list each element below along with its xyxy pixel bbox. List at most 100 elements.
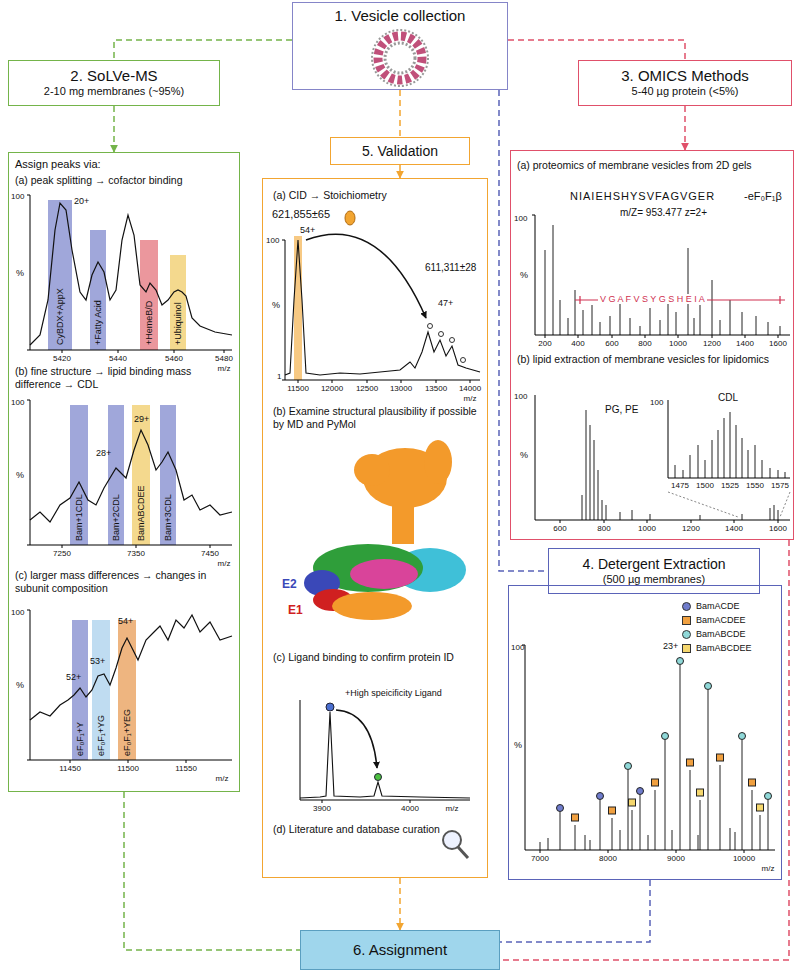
dashed-connector: [500, 880, 650, 942]
box-text: (500 µg membranes): [603, 573, 705, 586]
spectrum-lipid: [108, 405, 124, 545]
spectrum-detergent: [629, 799, 636, 806]
panel-heading: (b) Examine structural plausibility if p…: [273, 405, 483, 430]
spectrum-cofactor: [30, 203, 232, 345]
method-box: 3. OMICS Methods5-40 µg protein (<5%): [578, 60, 792, 106]
legend-text: BamACDEE: [696, 615, 746, 625]
spectrum-detergent: [677, 658, 684, 665]
axis-label: %: [520, 450, 528, 460]
peak-label: +Ubiquinol: [173, 302, 183, 345]
peak-label: Bam+3CDL: [163, 494, 173, 541]
axis-label: E1: [288, 604, 303, 618]
spectrum-detergent: [765, 793, 772, 800]
spectrum-subunit: [30, 615, 232, 720]
axis-label: 10000: [733, 854, 755, 863]
peak-label: eF₀F₁+YG: [96, 715, 106, 756]
legend-text: BamABCDEE: [696, 643, 752, 653]
axis-label: 7350: [127, 549, 145, 558]
spectrum-cofactor: [27, 195, 232, 353]
spectrum-detergent: [572, 814, 579, 821]
peak-label: Bam+1CDL: [74, 494, 84, 541]
panel-heading: (a) peak splitting → cofactor binding: [15, 174, 241, 187]
peak-label: +Fatty Acid: [93, 300, 103, 345]
panel-heading: (a) proteomics of membrane vesicles from…: [517, 159, 789, 172]
spectrum-detergent: [597, 793, 604, 800]
axis-label: 800: [638, 339, 651, 348]
legend-swatch: [682, 630, 691, 639]
axis-label: 11550: [175, 764, 197, 773]
spectrum-cid: [345, 211, 355, 225]
spectrum-subunit: [27, 610, 232, 763]
axis-label: 12000: [321, 384, 343, 393]
axis-label: 3900: [313, 804, 331, 813]
axis-label: 5420: [53, 354, 71, 363]
spectrum-cid: [450, 338, 455, 343]
axis-label: m/z: [216, 774, 229, 783]
peak-label: Bam+2CDL: [111, 494, 121, 541]
spectrum-detergent: [522, 645, 775, 853]
protein-structure: [354, 454, 390, 486]
axis-label: 12500: [356, 384, 378, 393]
dashed-connector: [500, 540, 789, 960]
legend-item: BamACDE: [682, 601, 740, 611]
axis-label: %: [272, 300, 280, 310]
axis-label: V G A F V S Y G S H E I A: [598, 294, 707, 304]
axis-label: 5460: [165, 354, 183, 363]
box-text: 6. Assignment: [353, 941, 447, 959]
dashed-connector: [124, 792, 300, 950]
box-text: 5. Validation: [362, 143, 438, 160]
axis-label: 1200: [682, 524, 700, 533]
axis-label: 100: [650, 398, 663, 407]
axis-label: 53+: [90, 656, 105, 666]
box-text: 2-10 mg membranes (~95%): [44, 85, 184, 98]
spectrum-subunit: [27, 610, 232, 763]
vesicle-drawing: [385, 43, 415, 73]
box-text: 2. SoLVe-MS: [70, 67, 157, 85]
spectrum-lipid: [160, 405, 176, 545]
vesicle-drawing: [372, 30, 428, 86]
spectrum-lipid: [27, 400, 232, 548]
axis-label: 9000: [667, 854, 685, 863]
axis-label: 600: [605, 339, 618, 348]
spectrum-detergent: [609, 807, 616, 814]
axis-label: m/z: [446, 804, 459, 813]
peak-label: CyBDX+AppX: [55, 288, 65, 345]
dashed-connector: [113, 106, 115, 152]
axis-label: %: [16, 470, 24, 480]
spectrum-detergent: [757, 804, 764, 811]
axis-label: 1400: [725, 524, 743, 533]
axis-label: 7250: [53, 549, 71, 558]
spectrum-ligand: [300, 700, 470, 803]
spectrum-detergent: [652, 779, 659, 786]
spectrum-proteomics: [545, 225, 780, 335]
axis-label: E2: [282, 578, 297, 592]
axis-label: 29+: [134, 414, 149, 424]
axis-label: 13500: [425, 384, 447, 393]
spectrum-cofactor: [27, 195, 232, 353]
axis-label: 1525: [721, 481, 739, 490]
spectrum-lipidomics: [675, 412, 785, 478]
spectrum-detergent: [637, 788, 644, 795]
spectrum-ligand: [300, 712, 470, 798]
protein-structure: [392, 500, 414, 544]
axis-label: 11500: [287, 384, 309, 393]
axis-label: 200: [538, 339, 551, 348]
legend-swatch: [682, 644, 691, 653]
axis-label: 1600: [769, 339, 787, 348]
peak-label: eF₀F₁+YEG: [122, 709, 132, 756]
axis-label: 1550: [746, 481, 764, 490]
method-panel: Assign peaks via:(a) peak splitting → co…: [8, 152, 240, 792]
magnifier-icon: [443, 831, 468, 858]
legend-text: BamABCDE: [696, 629, 746, 639]
dashed-connector: [508, 40, 685, 60]
magnifier-icon: [443, 831, 461, 849]
peak-label: BamABCDEE: [136, 485, 146, 541]
axis-label: 1600: [769, 524, 787, 533]
axis-label: 400: [571, 339, 584, 348]
panel-heading: (d) Literature and database curation: [273, 823, 443, 836]
axis-label: 1000: [669, 339, 687, 348]
axis-label: 611,311±28: [425, 262, 476, 274]
result-box: 6. Assignment: [300, 930, 500, 970]
box-text: 3. OMICS Methods: [621, 67, 749, 85]
legend-item: BamACDEE: [682, 615, 746, 625]
